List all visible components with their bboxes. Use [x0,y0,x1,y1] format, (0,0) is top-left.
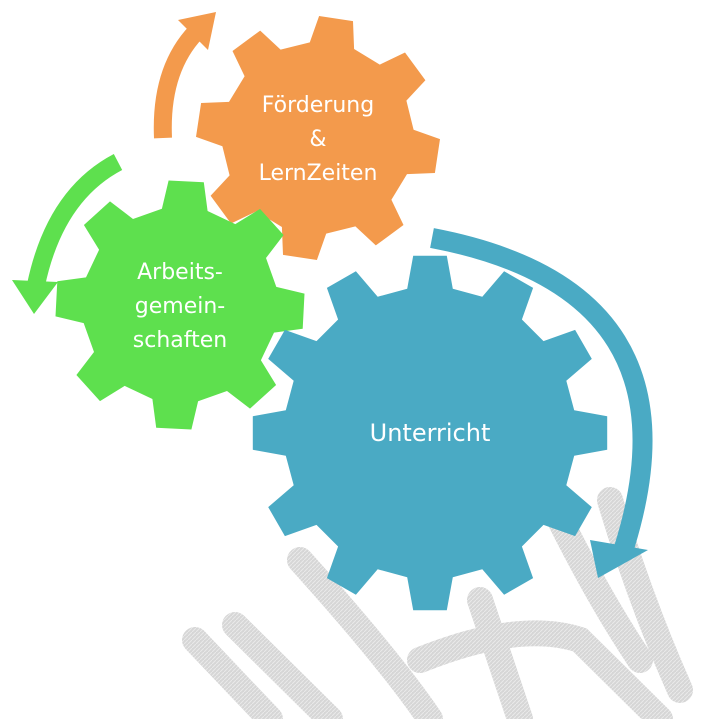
hatched-decoration [182,487,693,719]
gear-unterricht: Unterricht [252,255,608,611]
gear-foerderung-line-1: & [309,127,326,152]
gear-arbeitsgemeinschaften-line-0: Arbeits- [137,260,223,285]
orange-arrow-shaft [153,25,203,139]
gear-arbeitsgemeinschaften-line-1: gemein- [135,294,225,319]
gear-unterricht-label: Unterricht [370,419,491,447]
stripe-2 [222,612,343,719]
blue-arrow-shaft [430,228,653,551]
green-arrowhead [12,280,58,314]
blue-arrowhead [590,540,648,578]
gear-arbeitsgemeinschaften-label: Arbeits-gemein-schaften [133,260,227,353]
gear-foerderung-shape [196,16,440,260]
gear-foerderung-label: Förderung & LernZeiten [259,93,378,186]
orange-arrow [153,12,216,139]
gear-foerderung-line-2: LernZeiten [259,161,378,186]
blue-arrow [430,228,653,578]
green-arrow [12,154,123,314]
gear-arbeitsgemeinschaften: Arbeits-gemein-schaften [55,180,305,430]
green-arrow-shaft [27,154,123,287]
stripe-5 [597,487,693,703]
gear-foerderung-line-0: Förderung [262,93,374,118]
orange-arrowhead [178,12,216,50]
gear-arbeitsgemeinschaften-line-2: schaften [133,328,227,353]
stripe-7 [467,587,533,719]
stripe-3 [287,547,443,719]
gear-foerderung: Förderung & LernZeiten [196,16,440,260]
gear-unterricht-shape [252,255,608,611]
gear-arbeitsgemeinschaften-shape [55,180,305,430]
stripe-6 [547,507,653,673]
stripe-1 [182,627,283,719]
gear-unterricht-line-0: Unterricht [370,419,491,447]
stripe-4 [407,620,673,719]
